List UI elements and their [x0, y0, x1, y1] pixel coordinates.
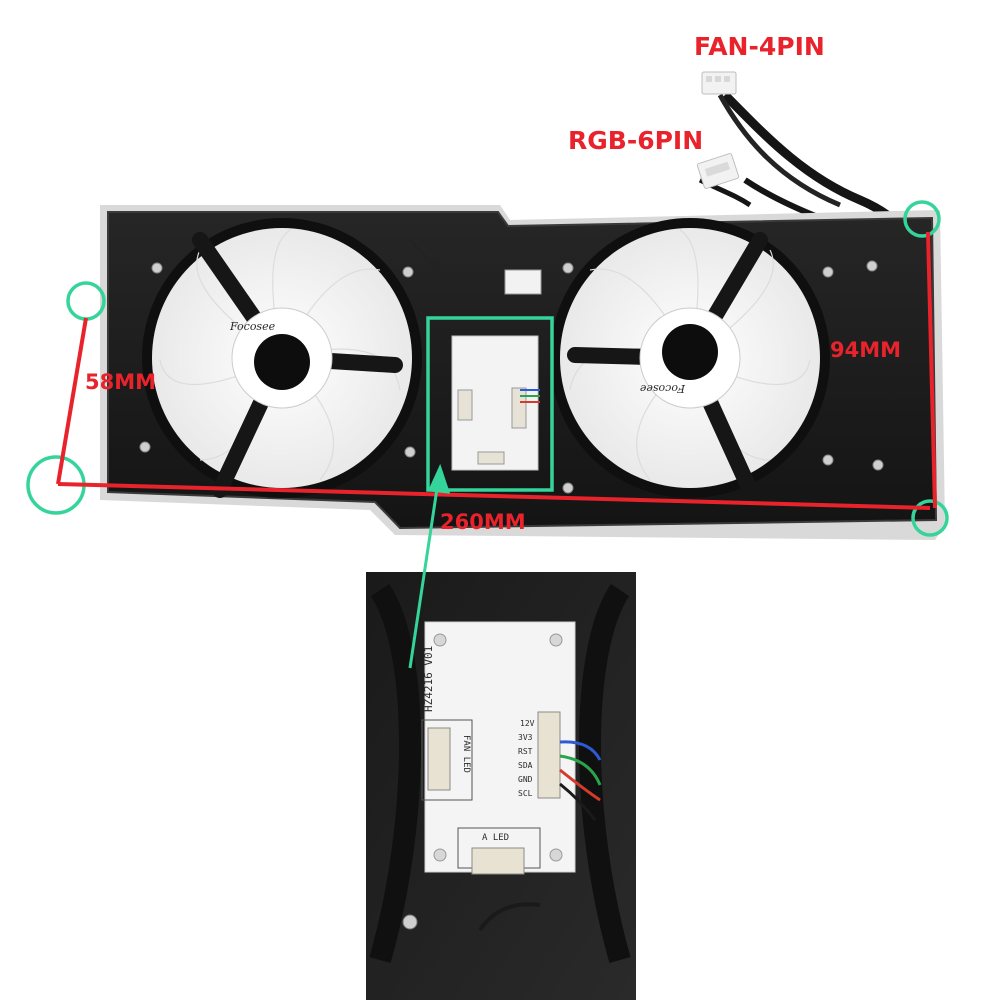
depth-dimension-label: 58MM — [85, 370, 157, 394]
right-fan: Focosee — [550, 218, 830, 498]
depth-line — [56, 317, 88, 485]
screws — [139, 260, 884, 494]
pin-label-gnd: GND — [518, 775, 533, 784]
pcb-highlight-box — [426, 316, 554, 492]
highlight-circle-right-bottom — [911, 499, 949, 537]
fan-4pin-connector — [701, 71, 737, 95]
left-fan: Focosee — [142, 218, 422, 498]
length-line — [57, 482, 931, 510]
rgb-6pin-connector — [696, 153, 740, 189]
a-led-label: A LED — [482, 833, 509, 843]
dimension-lines — [56, 231, 937, 510]
height-line — [926, 231, 937, 509]
pin-label-12v: 12V — [520, 719, 535, 728]
internal-wires — [409, 239, 540, 403]
rgb-6pin-label: RGB-6PIN — [568, 126, 704, 155]
pin-label-sda: SDA — [518, 761, 533, 770]
pcb-zoom-inset: FAN LED HZ4216 V01 12V 3V3 RST SDA GND S… — [366, 572, 636, 1000]
fan-4pin-label: FAN-4PIN — [694, 32, 825, 61]
highlight-circle-right-top — [903, 200, 941, 238]
pin-label-3v3: 3V3 — [518, 733, 533, 742]
zoom-arrow — [408, 463, 451, 669]
pin-label-scl: SCL — [518, 789, 533, 798]
highlight-circle-left-top — [66, 281, 106, 321]
height-dimension-label: 94MM — [830, 338, 902, 362]
pcb-model-text: HZ4216 V01 — [422, 646, 435, 712]
left-fan-brand: Focosee — [229, 320, 276, 333]
right-fan-brand: Focosee — [639, 382, 686, 395]
pin-label-rst: RST — [518, 747, 533, 756]
pcb-header-wires — [559, 740, 602, 821]
fan-led-label: FAN LED — [461, 735, 471, 773]
length-dimension-label: 260MM — [440, 510, 526, 534]
